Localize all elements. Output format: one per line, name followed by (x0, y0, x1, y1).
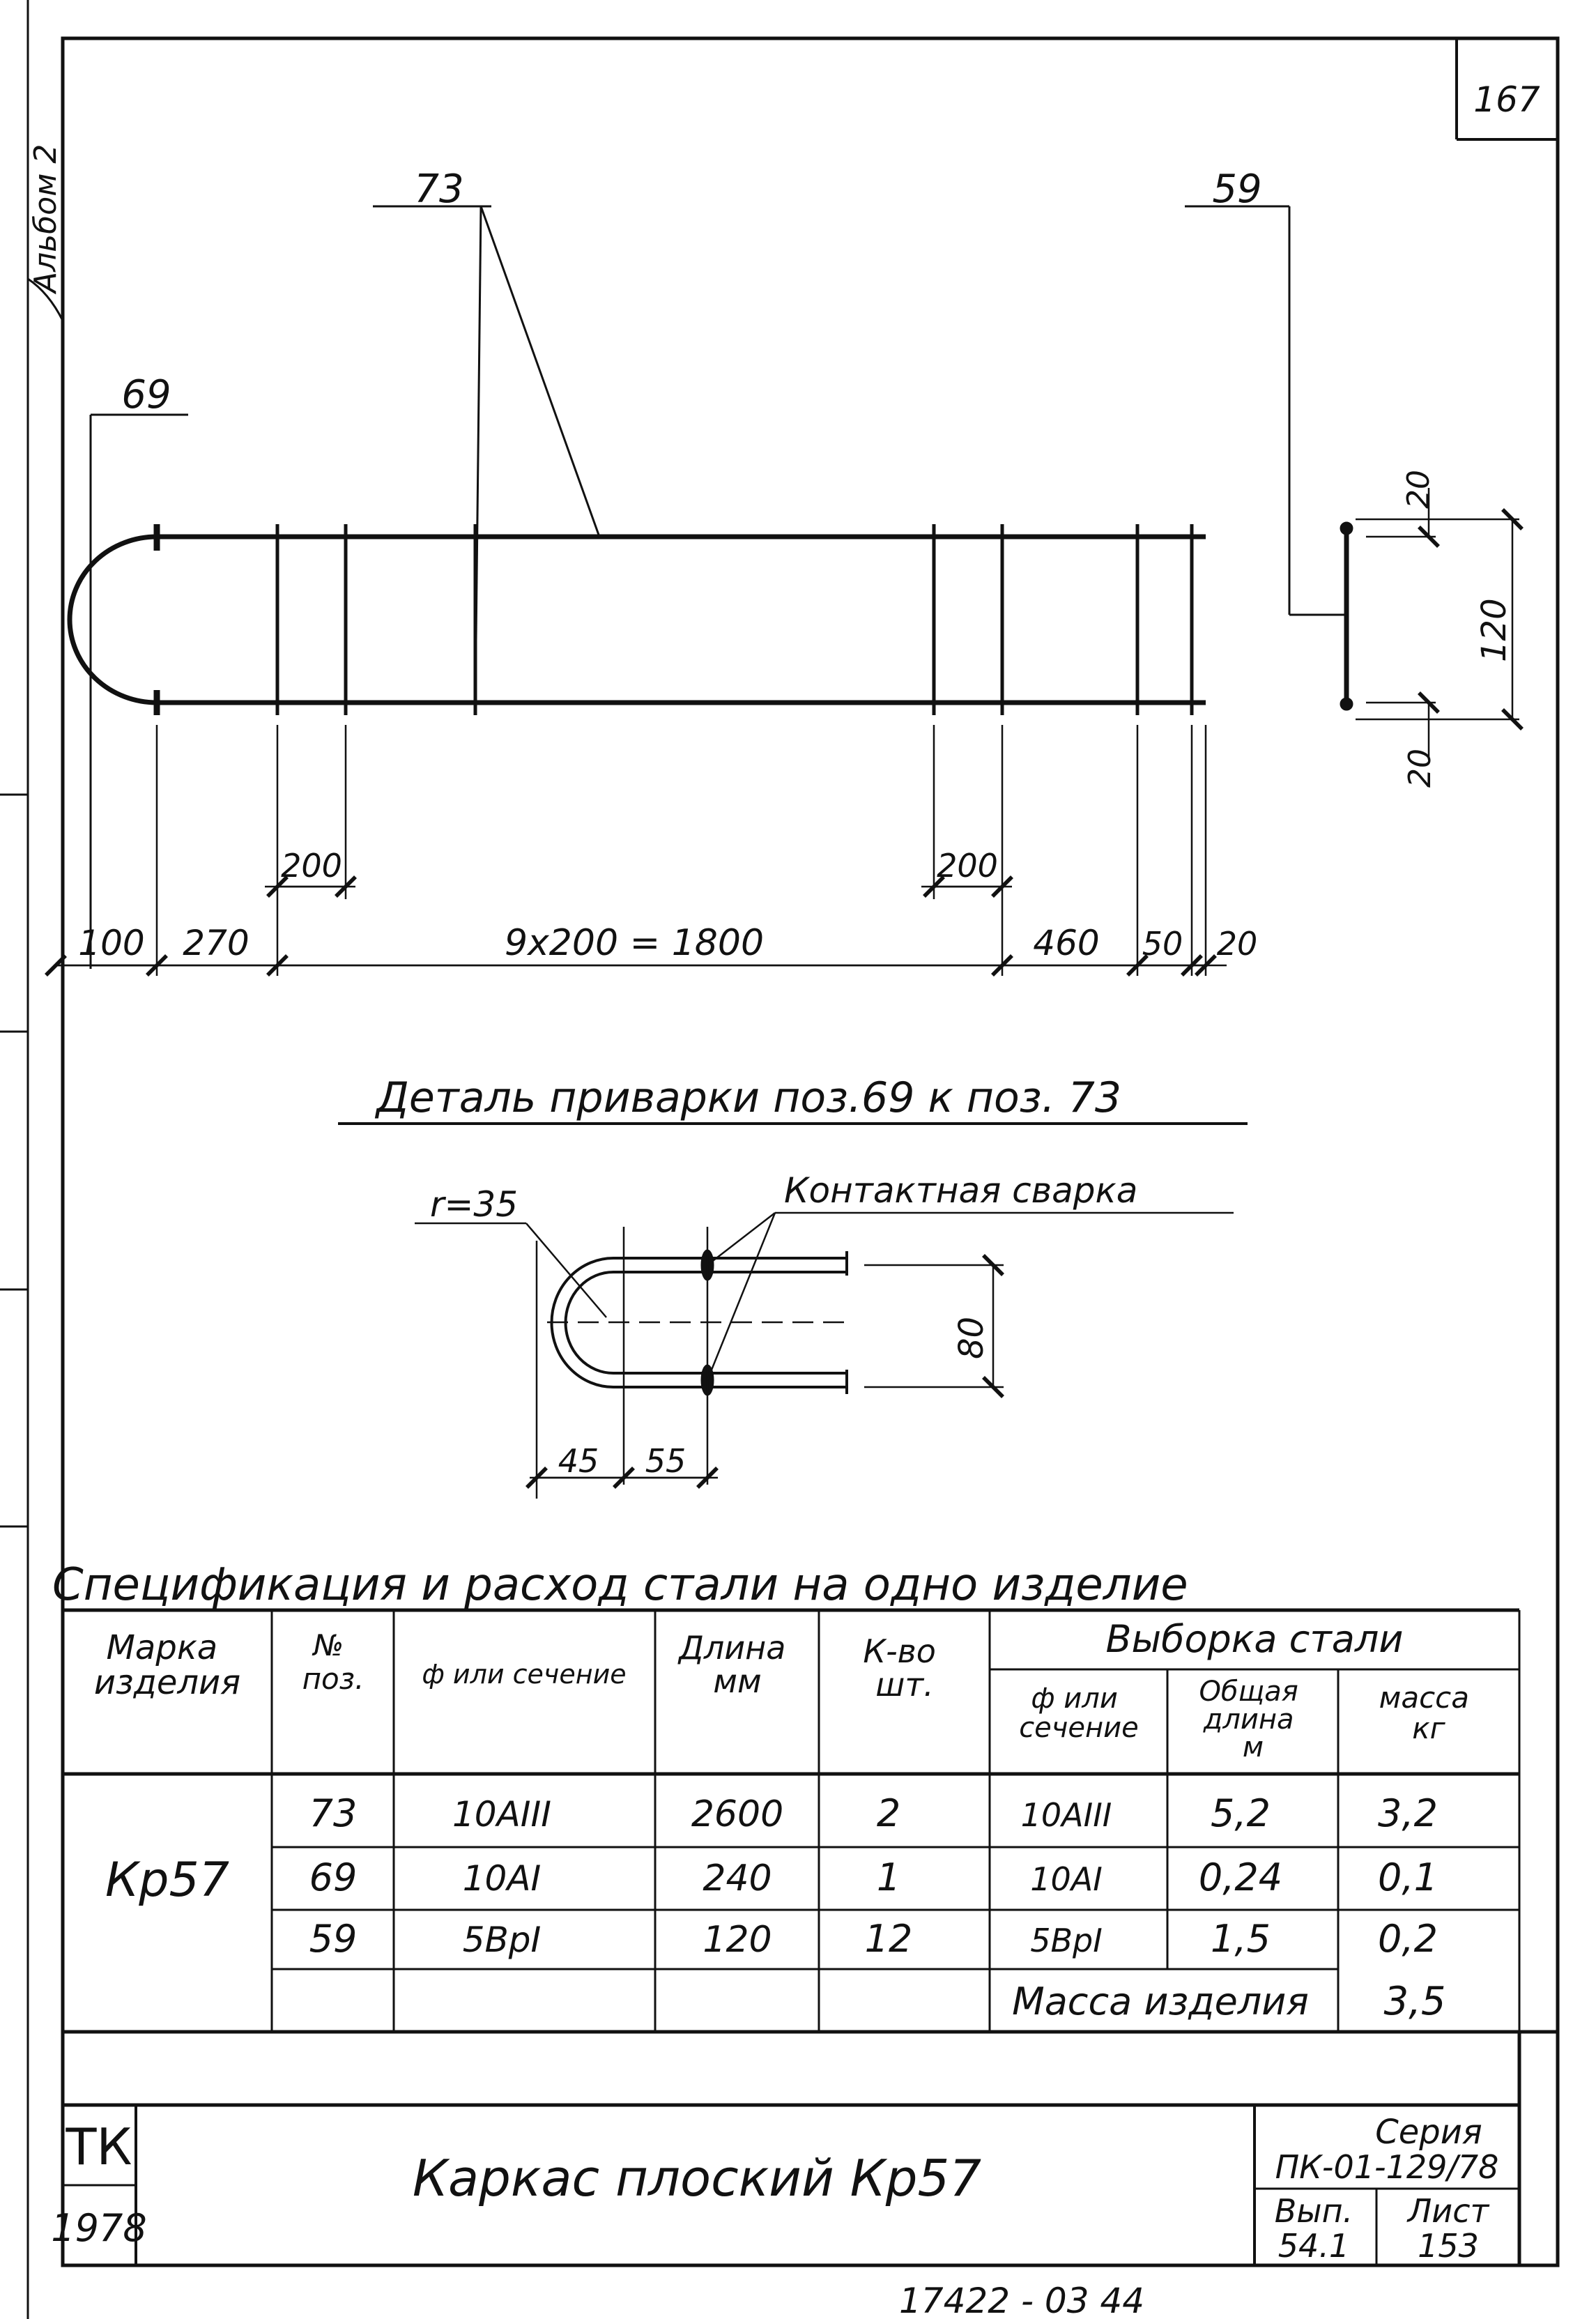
header-length-line1: Длина (677, 1629, 786, 1667)
spec-header: Марка изделия № поз. ф или сечение Длина… (94, 1617, 1479, 1763)
header-sel-mass: масса кг (1379, 1681, 1479, 1745)
sheet-frame (0, 0, 1560, 2319)
issue-label: Вып. (1275, 2192, 1353, 2230)
header-pos-line1: № (312, 1628, 344, 1662)
row-mass: 0,2 (1378, 1917, 1438, 1961)
header-pos: № поз. (302, 1628, 365, 1696)
header-mark: Марка изделия (94, 1628, 240, 1702)
header-sel-total-length-line2: длина (1203, 1704, 1294, 1736)
dim-270: 270 (183, 923, 249, 963)
row-section: 5ВрI (463, 1920, 542, 1960)
row-qty: 12 (865, 1917, 913, 1961)
table-row: 73 10АIII 2600 2 10АIII 5,2 3,2 (309, 1791, 1438, 1835)
row-section: 10АIII (452, 1794, 551, 1835)
sheet-label: Лист (1406, 2192, 1490, 2230)
header-mark-line1: Марка (107, 1628, 218, 1667)
callout-pos73: 73 (414, 167, 463, 212)
spec-table-grid (63, 1608, 1558, 2034)
total-mass: 3,5 (1383, 1979, 1445, 2024)
header-qty-line1: К-во (863, 1632, 936, 1670)
header-mark-line2: изделия (94, 1663, 240, 1702)
header-section: ф или сечение (422, 1659, 626, 1690)
detail-dim-55: 55 (645, 1442, 686, 1480)
detail-weld-label: Контактная сварка (784, 1170, 1137, 1211)
dim-50: 50 (1142, 925, 1183, 963)
row-sel-section: 10АIII (1021, 1796, 1112, 1834)
issue-value: 54.1 (1278, 2227, 1349, 2265)
row-length: 120 (703, 1919, 772, 1961)
header-selection: Выборка стали (1105, 1617, 1403, 1661)
header-sel-section-line2: сечение (1019, 1712, 1139, 1744)
title-block-grid (63, 2032, 1521, 2267)
header-sel-total-length-line3: м (1243, 1731, 1264, 1763)
row-pos: 59 (309, 1917, 358, 1961)
header-sel-mass-line1: масса (1379, 1681, 1469, 1715)
callout-pos59: 59 (1212, 167, 1261, 212)
bottom-note: 17422 - 03 44 (899, 2281, 1144, 2319)
row-length: 2600 (691, 1793, 783, 1835)
row-length: 240 (703, 1858, 772, 1899)
drawing-name: Каркас плоский Кр57 (413, 2149, 981, 2207)
header-sel-section: ф или сечение (1019, 1683, 1139, 1744)
series-label: Серия (1375, 2113, 1482, 2152)
detail-radius-label: r=35 (430, 1184, 518, 1225)
callout-leaders (89, 205, 1345, 969)
detail-title: Деталь приварки поз.69 к поз. 73 (374, 1073, 1121, 1122)
header-pos-line2: поз. (302, 1662, 365, 1696)
table-row: 59 5ВрI 120 12 5ВрI 1,5 0,2 (309, 1917, 1438, 1961)
bar-cross-section (1340, 488, 1524, 760)
org-code: ТК (65, 2118, 132, 2176)
section-dim-bottom20: 20 (1402, 749, 1438, 788)
header-sel-total-length: Общая длина м (1199, 1676, 1307, 1763)
table-row: 69 10АI 240 1 10АI 0,24 0,1 (309, 1855, 1438, 1899)
section-dim-top20: 20 (1401, 470, 1436, 509)
row-sel-section: 5ВрI (1030, 1922, 1103, 1959)
header-qty: К-во шт. (863, 1632, 946, 1704)
row-section: 10АI (463, 1858, 542, 1899)
dim-200-left: 200 (281, 847, 342, 885)
header-length-line2: мм (713, 1662, 761, 1700)
page-number: 167 (1473, 79, 1540, 120)
row-pos: 69 (309, 1855, 358, 1899)
spec-mark: Кр57 (105, 1853, 229, 1908)
series-value: ПК-01-129/78 (1275, 2148, 1499, 2186)
section-dim-h120: 120 (1475, 598, 1514, 662)
total-label: Масса изделия (1012, 1980, 1309, 2023)
callout-pos69: 69 (121, 372, 171, 418)
dimension-lines (45, 725, 1227, 977)
sheet-value: 153 (1418, 2227, 1479, 2265)
header-qty-line2: шт. (875, 1666, 934, 1704)
detail-dim-45: 45 (558, 1442, 599, 1480)
row-mass: 0,1 (1378, 1855, 1438, 1899)
row-total-length: 5,2 (1211, 1791, 1271, 1835)
year: 1978 (51, 2206, 146, 2250)
frame-elevation (67, 524, 1206, 715)
row-mass: 3,2 (1378, 1791, 1438, 1835)
header-sel-section-line1: ф или (1031, 1683, 1117, 1715)
dim-460: 460 (1033, 923, 1099, 963)
dim-9x200: 9x200 = 1800 (505, 922, 764, 964)
header-sel-mass-line2: кг (1412, 1711, 1445, 1745)
row-pos: 73 (309, 1791, 358, 1835)
row-qty: 2 (877, 1791, 900, 1835)
header-sel-total-length-line1: Общая (1199, 1676, 1298, 1708)
dim-100: 100 (78, 923, 144, 963)
row-total-length: 1,5 (1211, 1917, 1271, 1961)
weld-detail (415, 1211, 1234, 1499)
header-length: Длина мм (677, 1629, 796, 1700)
dim-200-right: 200 (937, 847, 998, 885)
spec-title: Спецификация и расход стали на одно изде… (52, 1559, 1188, 1611)
row-total-length: 0,24 (1199, 1855, 1282, 1899)
detail-dim-80: 80 (952, 1317, 991, 1359)
dim-20: 20 (1217, 925, 1258, 963)
spec-rows: 73 10АIII 2600 2 10АIII 5,2 3,2 69 10АI … (309, 1791, 1438, 1961)
row-qty: 1 (877, 1855, 900, 1899)
album-label: Альбом 2 (28, 144, 63, 295)
row-sel-section: 10АI (1030, 1860, 1103, 1898)
